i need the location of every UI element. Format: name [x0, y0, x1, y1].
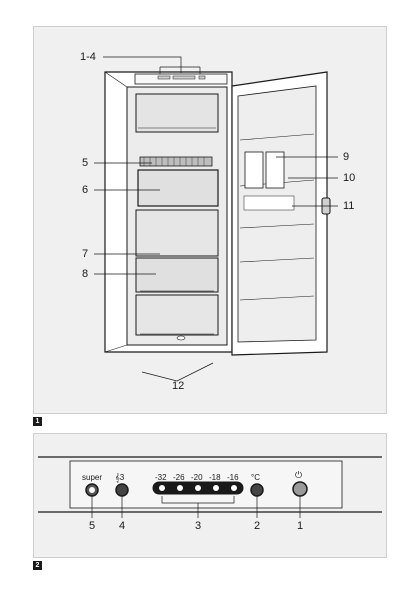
- callout-5: 5: [82, 157, 89, 169]
- drawer-bottom: [135, 294, 219, 336]
- temp-label-minus-18: -18: [209, 473, 221, 482]
- callout-1-4: 1-4: [80, 51, 96, 63]
- freezer-drawers: [135, 93, 219, 341]
- callout-alarm-4: 4: [119, 520, 126, 532]
- temp-button: [250, 483, 264, 497]
- callout-super-5: 5: [89, 520, 96, 532]
- figure-1-leaders: [94, 56, 338, 382]
- ice-pack-1: [244, 151, 264, 189]
- callout-10: 10: [343, 172, 356, 184]
- control-buttons: [85, 481, 308, 497]
- temp-label-minus-26: -26: [173, 473, 185, 482]
- temp-label-minus-16: -16: [227, 473, 239, 482]
- callout-temp-2: 2: [254, 520, 261, 532]
- ice-tray: [139, 156, 213, 167]
- door-info-card: [243, 195, 295, 211]
- power-icon: ⏻: [295, 470, 303, 480]
- alarm-icon: 𝄞3: [115, 473, 125, 482]
- callout-8: 8: [82, 268, 89, 280]
- callout-power-1: 1: [297, 520, 304, 532]
- drawer-7: [135, 209, 219, 257]
- ice-pack-2: [265, 151, 285, 189]
- figure-2-tag: 2: [33, 561, 42, 570]
- temp-label-minus-32: -32: [155, 473, 167, 482]
- callout-leds-3: 3: [195, 520, 202, 532]
- callout-9: 9: [343, 151, 350, 163]
- callout-7: 7: [82, 248, 89, 260]
- top-drawer: [135, 93, 219, 133]
- callout-12: 12: [172, 380, 185, 392]
- callout-11: 11: [343, 200, 355, 212]
- drawer-8: [135, 257, 219, 293]
- drawer-6: [137, 169, 219, 207]
- figure-1-tag: 1: [33, 417, 42, 426]
- temp-label-minus-20: -20: [191, 473, 203, 482]
- freezer-door: [231, 71, 331, 356]
- power-button: [292, 481, 308, 497]
- celsius-label: °C: [251, 473, 260, 482]
- alarm-button: [115, 483, 129, 497]
- callout-6: 6: [82, 184, 89, 196]
- super-label: super: [82, 473, 103, 482]
